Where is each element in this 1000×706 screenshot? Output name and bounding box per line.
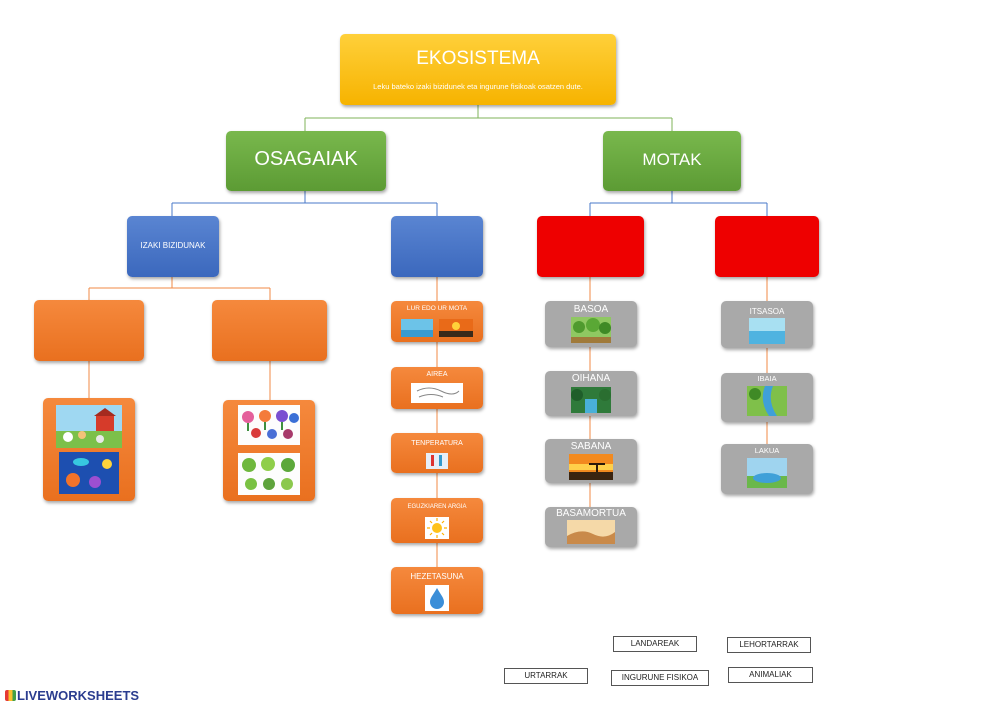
motak-label: MOTAK — [642, 150, 702, 169]
soil-water-picture — [401, 319, 473, 337]
liveworksheets-logo: LIVEWORKSHEETS — [5, 688, 139, 703]
farm-animals-picture — [56, 405, 122, 448]
ecosystem-type-label: OIHANA — [571, 373, 611, 384]
ecosystem-type-basamortua: BASAMORTUA — [545, 507, 637, 547]
root-subtitle: Leku bateko izaki bizidunek eta ingurune… — [373, 82, 583, 91]
root-ekosistema-box: EKOSISTEMA Leku bateko izaki bizidunek e… — [340, 34, 616, 105]
ecosystem-type-ibaia: IBAIA — [721, 373, 813, 422]
jungle-picture — [571, 387, 611, 413]
physical-item-humidity: HEZETASUNA — [391, 567, 483, 614]
ecosystem-type-sabana: SABANA — [545, 439, 637, 483]
physical-item-sunlight: EGUZKIAREN ARGIA — [391, 498, 483, 543]
logo-text: LIVEWORKSHEETS — [17, 688, 140, 703]
sea-picture — [749, 318, 785, 344]
ecosystem-type-basoa: BASOA — [545, 301, 637, 347]
sea-animals-picture — [59, 452, 119, 494]
ecosystem-type-label: ITSASOA — [749, 307, 785, 316]
physical-item-label: AIREA — [426, 371, 448, 378]
izaki-bizidunak-box: IZAKI BIZIDUNAK — [127, 216, 219, 277]
lake-picture — [747, 458, 787, 488]
sun-icon — [425, 517, 449, 539]
desert-picture — [567, 520, 615, 544]
ecosystem-type-itsasoa: ITSASOA — [721, 301, 813, 348]
blank-orange-answer-box-2[interactable] — [212, 300, 327, 361]
answer-tile-animaliak[interactable]: ANIMALIAK — [728, 667, 813, 683]
forest-picture — [571, 317, 611, 343]
physical-item-label: TENPERATURA — [411, 440, 463, 447]
izaki-bizidunak-label: IZAKI BIZIDUNAK — [140, 241, 206, 250]
ecosystem-type-label: LAKUA — [754, 446, 780, 455]
blank-red-answer-box-1[interactable] — [537, 216, 644, 277]
physical-item-air: AIREA — [391, 367, 483, 409]
water-drop-icon — [425, 585, 449, 611]
blank-orange-answer-box-1[interactable] — [34, 300, 144, 361]
motak-box: MOTAK — [603, 131, 741, 191]
physical-item-soil-water: LUR EDO UR MOTA — [391, 301, 483, 342]
osagaiak-label: OSAGAIAK — [254, 148, 358, 170]
answer-tile-ingurune-fisikoa[interactable]: INGURUNE FISIKOA — [611, 670, 709, 686]
answer-tile-landareak[interactable]: LANDAREAK — [613, 636, 697, 652]
answer-tile-lehortarrak[interactable]: LEHORTARRAK — [727, 637, 811, 653]
ecosystem-type-label: IBAIA — [757, 374, 777, 383]
air-picture — [411, 383, 463, 403]
physical-item-label: EGUZKIAREN ARGIA — [407, 504, 467, 510]
ecosystem-type-label: BASOA — [573, 304, 609, 315]
trees-picture — [238, 453, 300, 495]
animals-picture-card — [43, 398, 135, 501]
thermometer-icon — [426, 453, 448, 469]
river-picture — [747, 386, 787, 416]
physical-item-label: HEZETASUNA — [410, 572, 464, 581]
blank-blue-answer-box[interactable] — [391, 216, 483, 277]
ecosystem-type-oihana: OIHANA — [545, 371, 637, 416]
physical-item-label: LUR EDO UR MOTA — [406, 305, 468, 312]
ecosystem-type-label: BASAMORTUA — [556, 508, 626, 519]
ecosystem-type-lakua: LAKUA — [721, 444, 813, 494]
flowers-picture — [238, 405, 300, 445]
ecosystem-type-label: SABANA — [570, 441, 612, 452]
liveworksheets-logo-icon — [5, 690, 16, 701]
savanna-picture — [569, 454, 613, 480]
plants-picture-card — [223, 400, 315, 501]
root-title: EKOSISTEMA — [416, 48, 540, 69]
blank-red-answer-box-2[interactable] — [715, 216, 819, 277]
osagaiak-box: OSAGAIAK — [226, 131, 386, 191]
physical-item-temperature: TENPERATURA — [391, 433, 483, 473]
answer-tile-urtarrak[interactable]: URTARRAK — [504, 668, 588, 684]
